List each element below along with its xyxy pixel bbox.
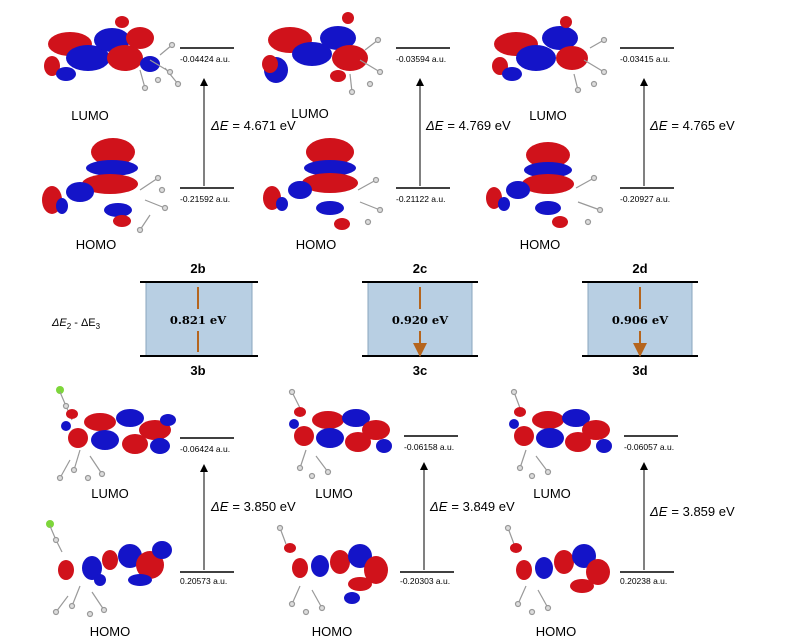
gap-label-3d: ΔE= 3.859 eV (649, 504, 735, 519)
homo-orbital-3d (504, 524, 610, 616)
lumo-orbital-3b (56, 386, 176, 482)
homo-label-2b: HOMO (76, 237, 116, 252)
lumo-orbital-2d (492, 16, 608, 94)
homo-label-3d: HOMO (536, 624, 576, 639)
gap-label-2c: ΔE= 4.769 eV (425, 118, 511, 133)
homo-label-3c: HOMO (312, 624, 352, 639)
comparison-box-b: 2b 0.821 eV 3b (140, 261, 258, 378)
homo-orbital-2d (486, 142, 604, 228)
homo-orbital-2c (263, 138, 384, 230)
homo-orbital-3c (276, 524, 388, 616)
gap-label-3c: ΔE= 3.849 eV (429, 499, 515, 514)
box-value-c: 0.920 eV (392, 313, 449, 327)
delta-difference-label: ΔE2 - ΔE3 (51, 317, 101, 331)
homo-energy-3d: 0.20238 a.u. (620, 576, 667, 586)
box-bottom-label-3d: 3d (632, 363, 647, 378)
lumo-label-2d: LUMO (529, 108, 567, 123)
lumo-label-2c: LUMO (291, 106, 329, 121)
lumo-label-3d: LUMO (533, 486, 571, 501)
box-top-label-2d: 2d (632, 261, 647, 276)
gap-label-2b: ΔE= 4.671 eV (210, 118, 296, 133)
lumo-orbital-2b (44, 16, 182, 92)
homo-energy-3c: -0.20303 a.u. (400, 576, 450, 586)
homo-energy-2c: -0.21122 a.u. (396, 194, 445, 204)
box-bottom-label-3b: 3b (190, 363, 205, 378)
comparison-box-d: 2d 0.906 eV 3d (582, 261, 698, 378)
lumo-energy-3c: -0.06158 a.u. (404, 442, 454, 452)
lumo-energy-2b: -0.04424 a.u. (180, 54, 230, 64)
box-top-label-2c: 2c (413, 261, 427, 276)
homo-energy-2d: -0.20927 a.u. (620, 194, 670, 204)
box-bottom-label-3c: 3c (413, 363, 427, 378)
homo-energy-3b: 0.20573 a.u. (180, 576, 227, 586)
lumo-orbital-2c (262, 12, 384, 96)
lumo-energy-3b: -0.06424 a.u. (180, 444, 230, 454)
lumo-orbital-3c (288, 388, 392, 480)
homo-label-3b: HOMO (90, 624, 130, 639)
homo-label-2d: HOMO (520, 237, 560, 252)
gap-label-2d: ΔE= 4.765 eV (649, 118, 735, 133)
box-top-label-2b: 2b (190, 261, 205, 276)
lumo-label-2b: LUMO (71, 108, 109, 123)
lumo-energy-2c: -0.03594 a.u. (396, 54, 446, 64)
gap-label-3b: ΔE= 3.850 eV (210, 499, 296, 514)
box-value-d: 0.906 eV (612, 313, 669, 327)
homo-orbital-2b (42, 138, 169, 234)
lumo-energy-3d: -0.06057 a.u. (624, 442, 674, 452)
homo-label-2c: HOMO (296, 237, 336, 252)
comparison-box-c: 2c 0.920 eV 3c (362, 261, 478, 378)
box-value-b: 0.821 eV (170, 313, 227, 327)
lumo-label-3b: LUMO (91, 486, 129, 501)
lumo-orbital-3d (509, 388, 612, 480)
lumo-label-3c: LUMO (315, 486, 353, 501)
homo-orbital-3b (46, 520, 172, 618)
homo-energy-2b: -0.21592 a.u. (180, 194, 230, 204)
lumo-energy-2d: -0.03415 a.u. (620, 54, 670, 64)
